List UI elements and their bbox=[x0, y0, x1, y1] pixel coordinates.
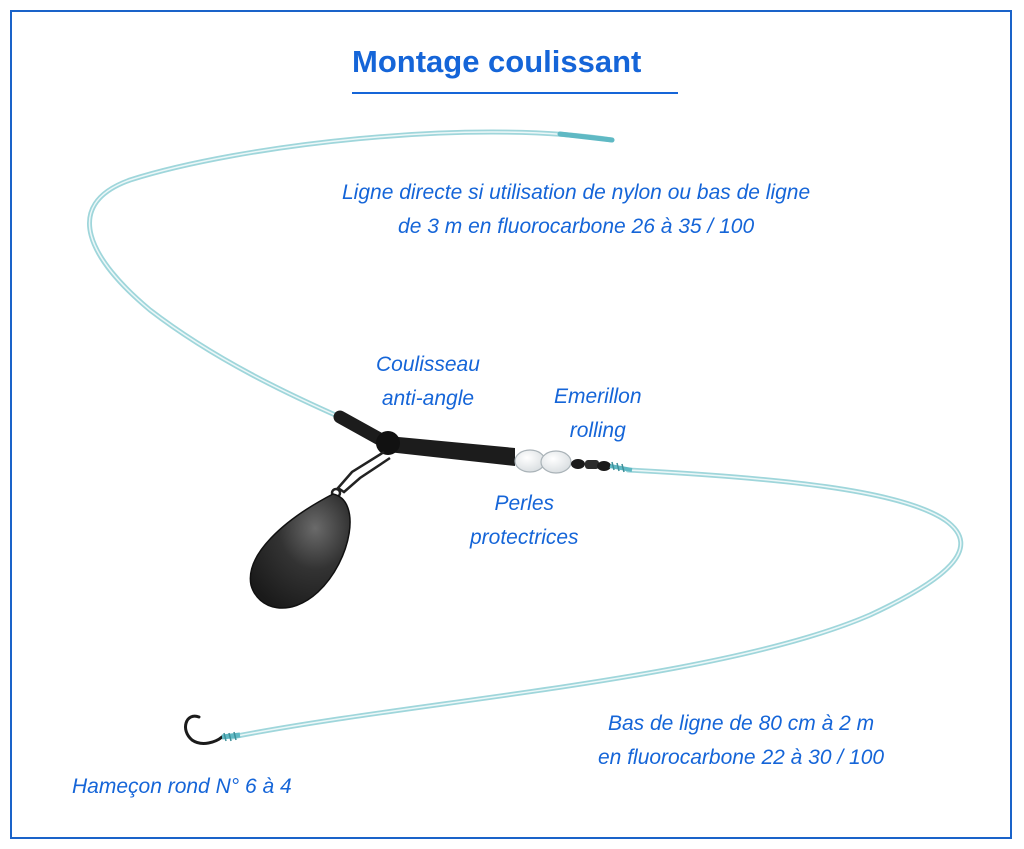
leader-label-line1: Bas de ligne de 80 cm à 2 m bbox=[607, 712, 875, 735]
leader-line bbox=[229, 467, 964, 740]
beads-label: Perles protectrices bbox=[470, 487, 579, 555]
main-line-label-line1: Ligne directe si utilisation de nylon ou… bbox=[342, 181, 811, 204]
lead-clip bbox=[330, 450, 391, 499]
swivel-label: Emerillon rolling bbox=[554, 380, 642, 448]
slider-label: Coulisseau anti-angle bbox=[376, 348, 480, 416]
title-underline bbox=[352, 92, 678, 94]
swivel-label-line2: rolling bbox=[569, 419, 626, 442]
anti-tangle-slider bbox=[333, 410, 515, 466]
beads-label-line1: Perles bbox=[494, 492, 555, 515]
main-line bbox=[87, 129, 615, 421]
diagram-frame bbox=[10, 10, 1012, 839]
circle-hook bbox=[184, 714, 241, 745]
lead-weight bbox=[249, 493, 351, 609]
rolling-swivel bbox=[571, 459, 633, 473]
beads-label-line2: protectrices bbox=[470, 526, 579, 549]
hook-label: Hameçon rond N° 6 à 4 bbox=[72, 775, 292, 798]
slider-label-line2: anti-angle bbox=[381, 387, 475, 410]
protective-beads bbox=[514, 449, 572, 474]
leader-label-line2: en fluorocarbone 22 à 30 / 100 bbox=[598, 746, 885, 769]
page-title: Montage coulissant bbox=[352, 44, 642, 79]
main-line-label: Ligne directe si utilisation de nylon ou… bbox=[342, 176, 810, 244]
slider-label-line1: Coulisseau bbox=[376, 353, 480, 376]
leader-label: Bas de ligne de 80 cm à 2 m en fluorocar… bbox=[598, 707, 884, 775]
swivel-label-line1: Emerillon bbox=[554, 385, 642, 408]
main-line-label-line2: de 3 m en fluorocarbone 26 à 35 / 100 bbox=[398, 215, 755, 238]
